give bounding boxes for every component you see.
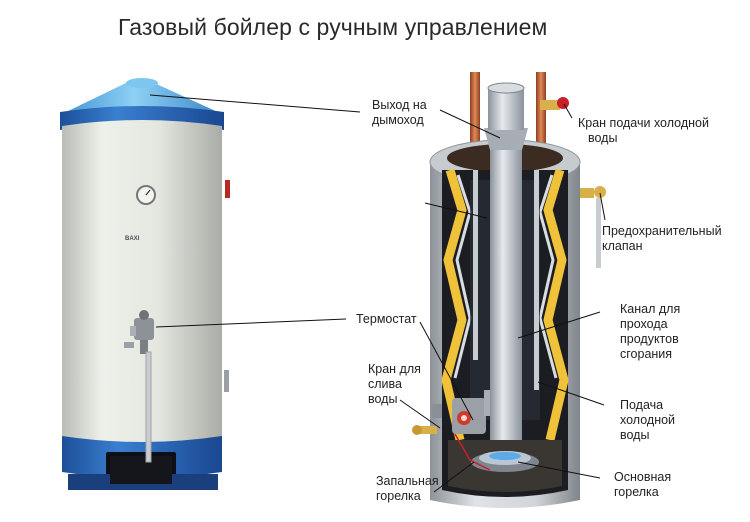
leader-lines — [149, 94, 606, 493]
label-thermostat: Термостат — [356, 312, 417, 326]
boiler-exterior: BAXI — [60, 78, 230, 490]
boiler-cutaway — [412, 72, 606, 508]
brand-logo: BAXI — [125, 236, 140, 242]
diagram-title: Газовый бойлер с ручным управлением — [118, 14, 548, 40]
